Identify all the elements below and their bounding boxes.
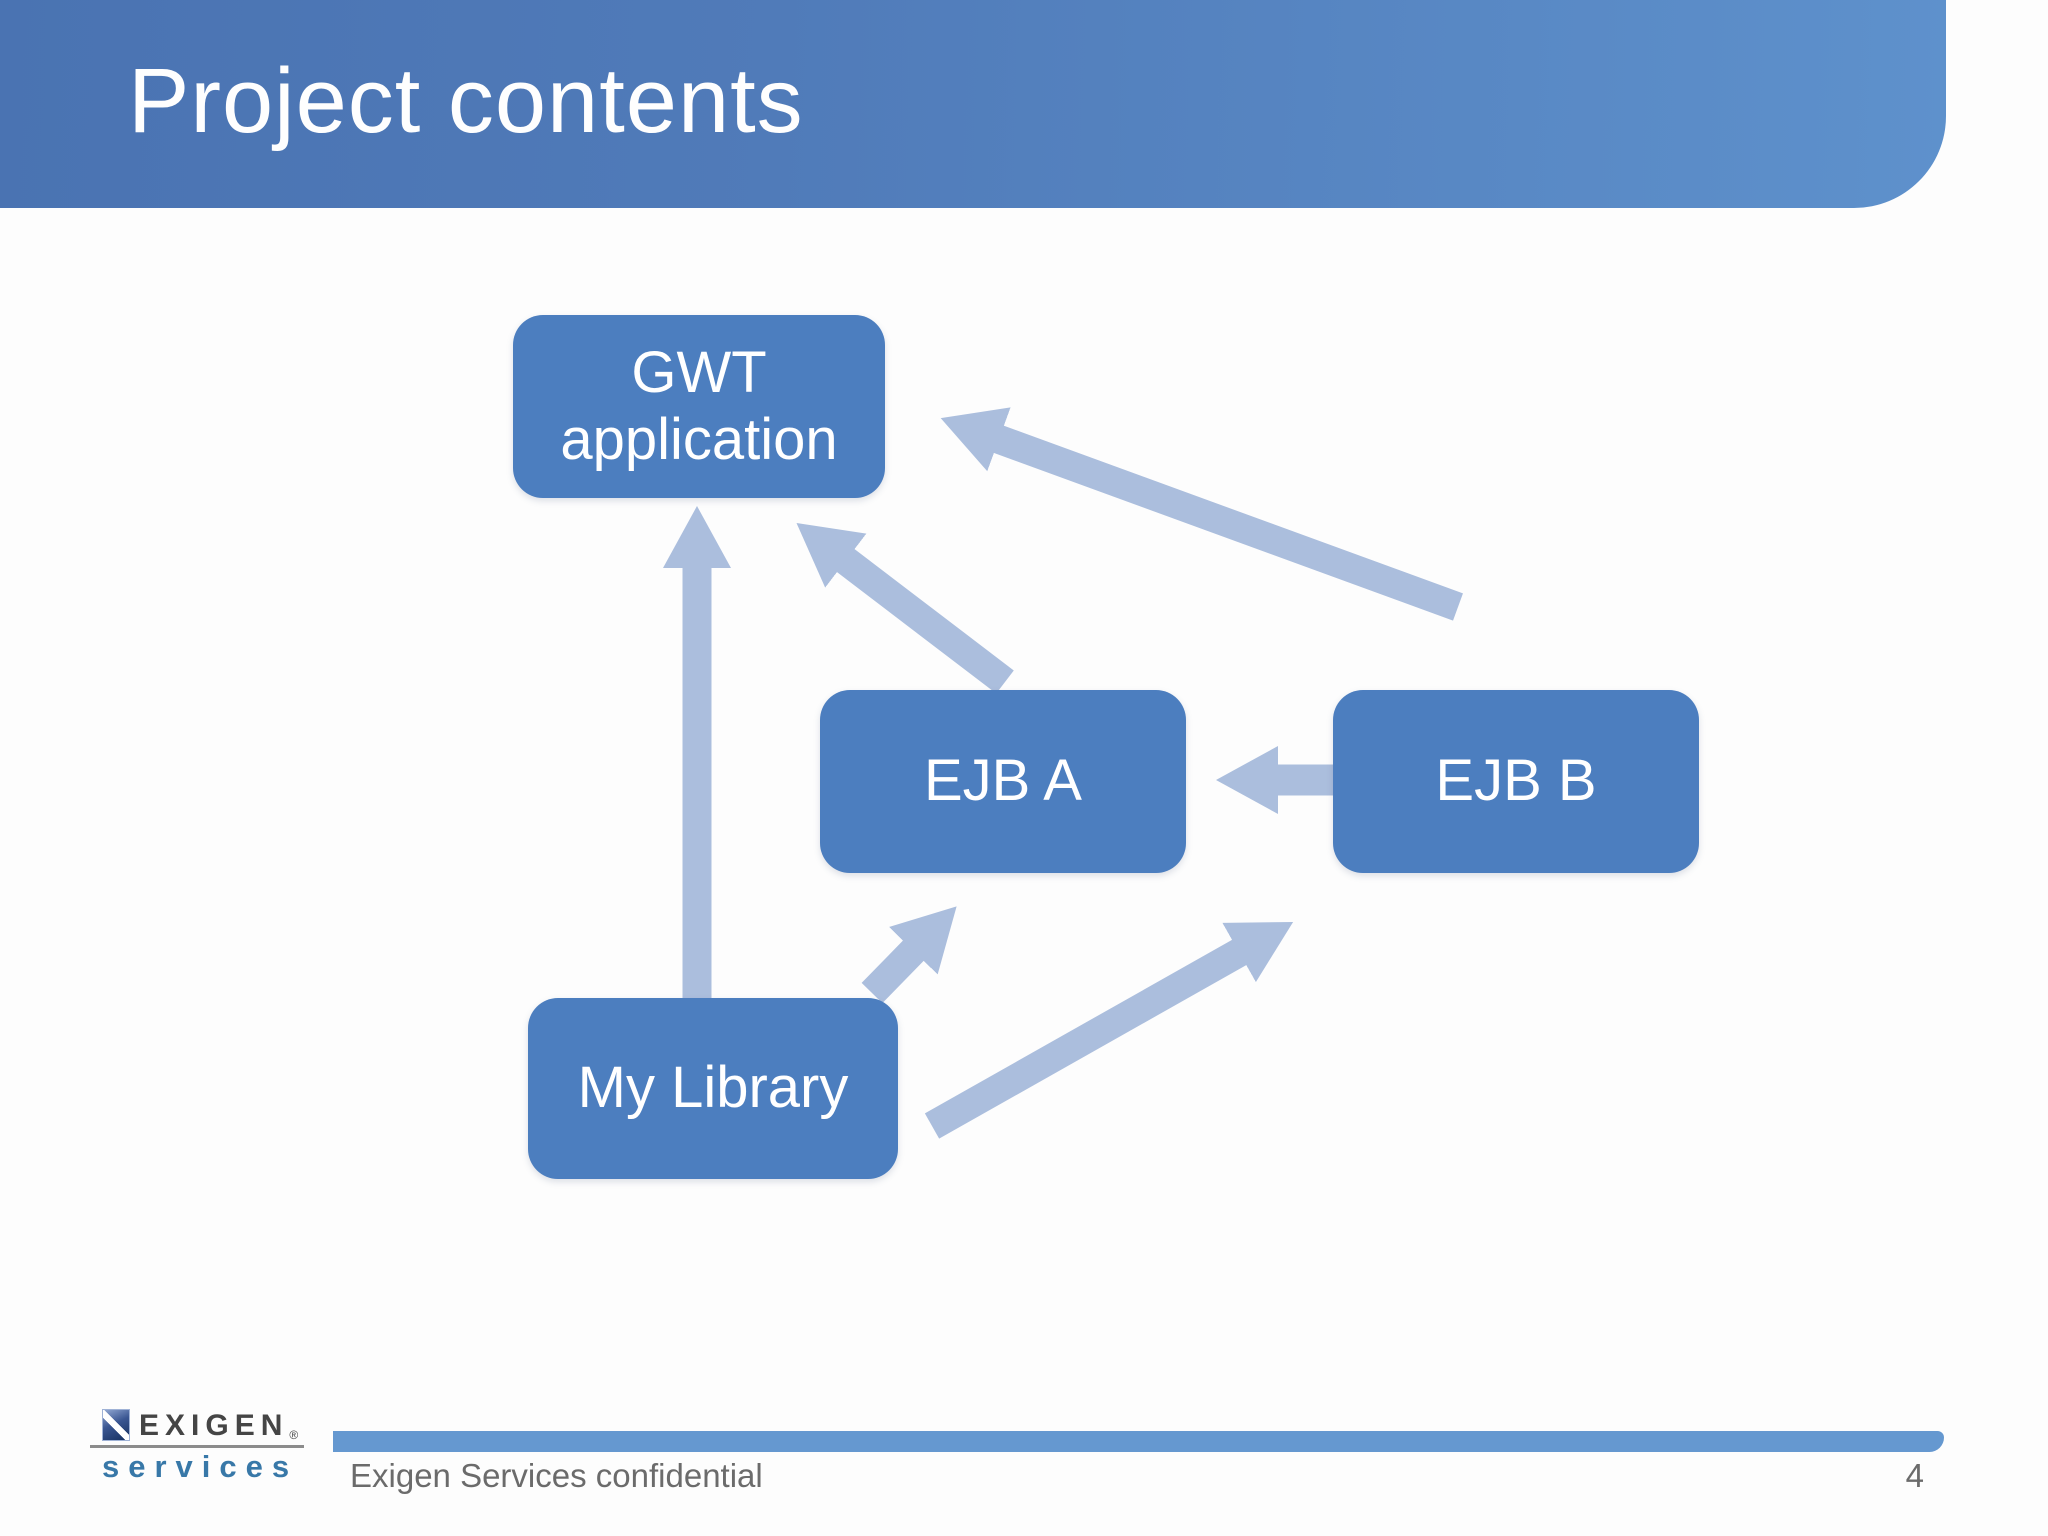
logo-top-row: EXIGEN ® (88, 1408, 310, 1441)
node-my-library: My Library (528, 998, 898, 1179)
arrow-ejb-a-to-gwt (796, 523, 1014, 694)
logo-exigen-text: EXIGEN (139, 1409, 289, 1442)
page-title: Project contents (128, 49, 804, 152)
arrow-my-library-to-ejb-b (924, 921, 1294, 1139)
exigen-logo-icon (102, 1409, 130, 1441)
confidential-text: Exigen Services confidential (350, 1457, 763, 1494)
node-ejb-b: EJB B (1333, 690, 1699, 873)
logo-registered-mark: ® (289, 1428, 299, 1442)
logo-services-text: services (102, 1449, 299, 1484)
node-label: My Library (577, 1055, 849, 1121)
node-gwt-application: GWT application (513, 315, 885, 498)
arrow-ejb-b-to-gwt (940, 407, 1463, 621)
node-ejb-a: EJB A (820, 690, 1186, 873)
node-label: GWT application (560, 340, 838, 472)
page-number: 4 (1905, 1457, 1924, 1494)
footer-bar (333, 1431, 1944, 1452)
arrow-my-library-to-ejb-a (861, 906, 957, 1004)
node-label: EJB B (1435, 748, 1597, 814)
node-label: EJB A (924, 748, 1082, 814)
logo-divider (90, 1445, 304, 1448)
header-banner: Project contents (0, 0, 1946, 208)
exigen-logo: EXIGEN ® services (88, 1408, 310, 1482)
